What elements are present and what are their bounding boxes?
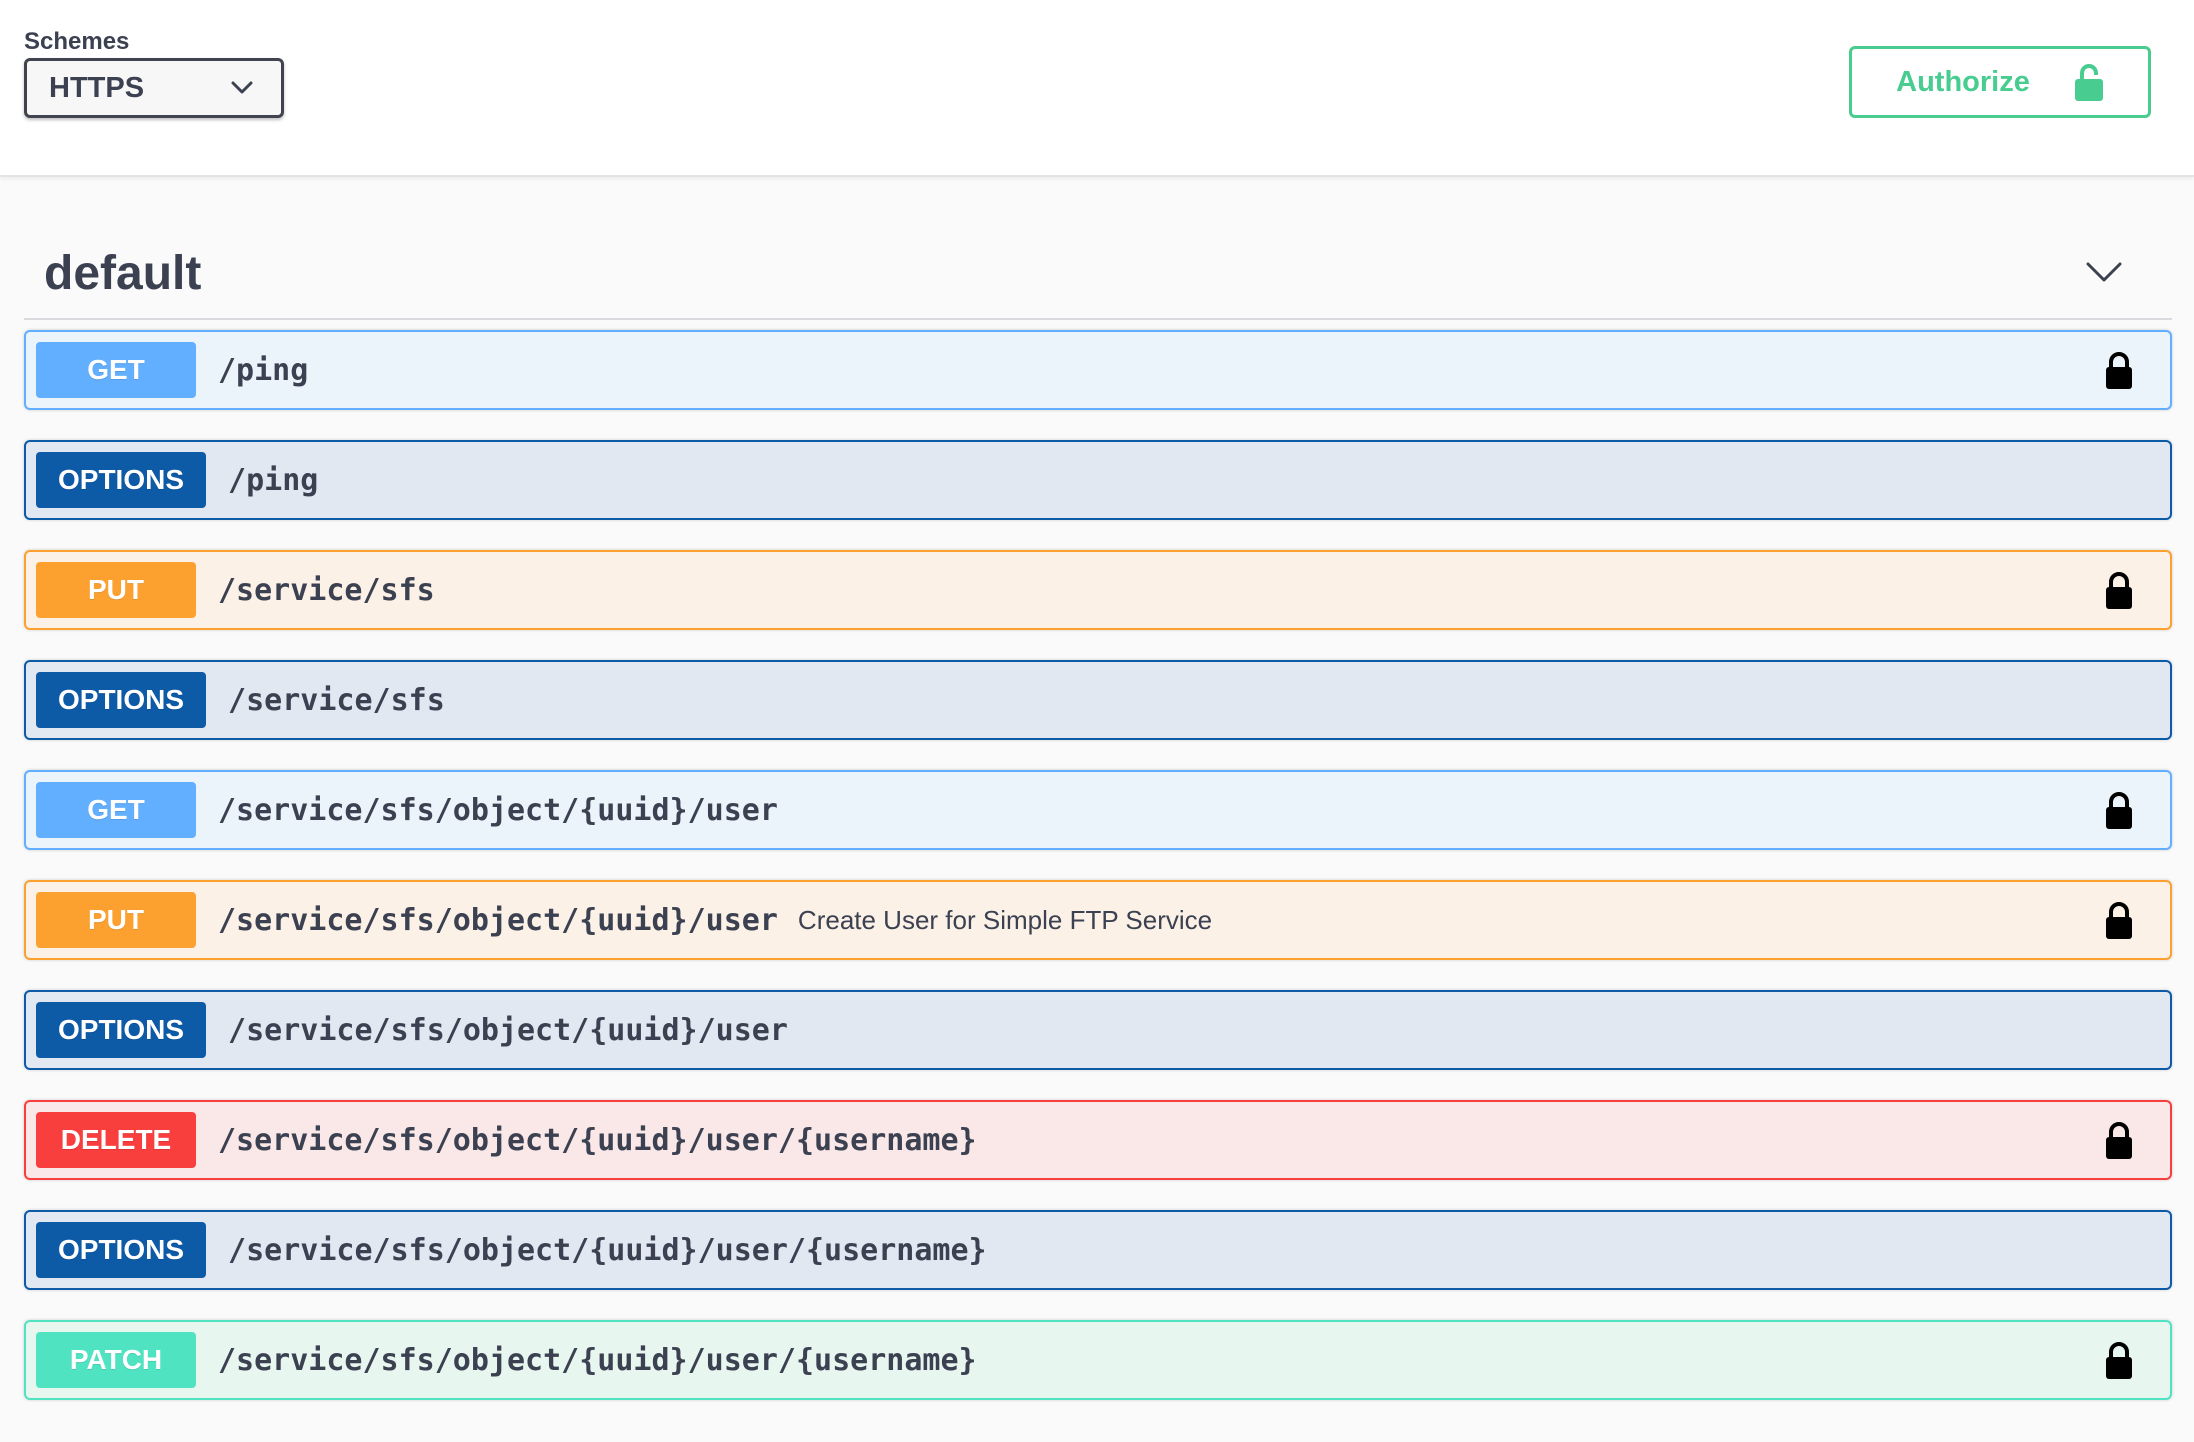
operation-path: /service/sfs xyxy=(218,572,435,608)
method-badge: DELETE xyxy=(36,1112,196,1168)
lock-icon[interactable] xyxy=(2104,1341,2134,1379)
method-badge: OPTIONS xyxy=(36,1222,207,1278)
lock-icon[interactable] xyxy=(2104,351,2134,389)
operation-row[interactable]: OPTIONS/service/sfs/object/{uuid}/user xyxy=(24,990,2172,1070)
lock-icon[interactable] xyxy=(2104,571,2134,609)
chevron-down-icon xyxy=(2086,262,2122,282)
operation-path: /service/sfs/object/{uuid}/user/{usernam… xyxy=(228,1232,987,1268)
method-badge: GET xyxy=(36,342,196,398)
operation-path: /service/sfs/object/{uuid}/user xyxy=(228,1012,788,1048)
operation-path: /service/sfs/object/{uuid}/user xyxy=(218,902,778,938)
operation-row[interactable]: GET/service/sfs/object/{uuid}/user xyxy=(24,770,2172,850)
operation-row[interactable]: DELETE/service/sfs/object/{uuid}/user/{u… xyxy=(24,1100,2172,1180)
top-bar: Schemes HTTPS Authorize xyxy=(0,0,2194,177)
operation-row[interactable]: OPTIONS/service/sfs xyxy=(24,660,2172,740)
authorize-button[interactable]: Authorize xyxy=(1849,46,2151,118)
operation-summary: Create User for Simple FTP Service xyxy=(797,904,1213,935)
unlocked-icon xyxy=(2074,64,2103,101)
lock-icon[interactable] xyxy=(2104,791,2134,829)
method-badge: OPTIONS xyxy=(36,452,207,508)
operation-path: /service/sfs/object/{uuid}/user/{usernam… xyxy=(218,1342,977,1378)
operation-row[interactable]: OPTIONS/ping xyxy=(24,440,2172,520)
authorize-label: Authorize xyxy=(1896,65,2030,98)
method-badge: PATCH xyxy=(36,1332,196,1388)
operation-path: /service/sfs/object/{uuid}/user/{usernam… xyxy=(218,1122,977,1158)
method-badge: GET xyxy=(36,782,196,838)
chevron-down-icon xyxy=(231,81,253,94)
tag-section-header[interactable]: default xyxy=(24,228,2172,320)
operation-path: /ping xyxy=(218,352,309,388)
lock-icon[interactable] xyxy=(2104,1121,2134,1159)
operation-path: /service/sfs/object/{uuid}/user xyxy=(218,792,778,828)
operation-path: /service/sfs xyxy=(228,682,445,718)
lock-icon[interactable] xyxy=(2104,901,2134,939)
method-badge: PUT xyxy=(36,892,196,948)
method-badge: OPTIONS xyxy=(36,1002,207,1058)
schemes-select[interactable]: HTTPS xyxy=(24,58,284,118)
operation-row[interactable]: PUT/service/sfs xyxy=(24,550,2172,630)
operation-row[interactable]: GET/ping xyxy=(24,330,2172,410)
operation-row[interactable]: OPTIONS/service/sfs/object/{uuid}/user/{… xyxy=(24,1210,2172,1290)
method-badge: PUT xyxy=(36,562,196,618)
method-badge: OPTIONS xyxy=(36,672,207,728)
operation-path: /ping xyxy=(228,462,319,498)
operation-row[interactable]: PATCH/service/sfs/object/{uuid}/user/{us… xyxy=(24,1320,2172,1400)
operation-row[interactable]: PUT/service/sfs/object/{uuid}/user Create… xyxy=(24,880,2172,960)
schemes-selected-value: HTTPS xyxy=(49,71,145,104)
schemes-label: Schemes xyxy=(24,28,130,55)
tag-title: default xyxy=(44,246,202,300)
